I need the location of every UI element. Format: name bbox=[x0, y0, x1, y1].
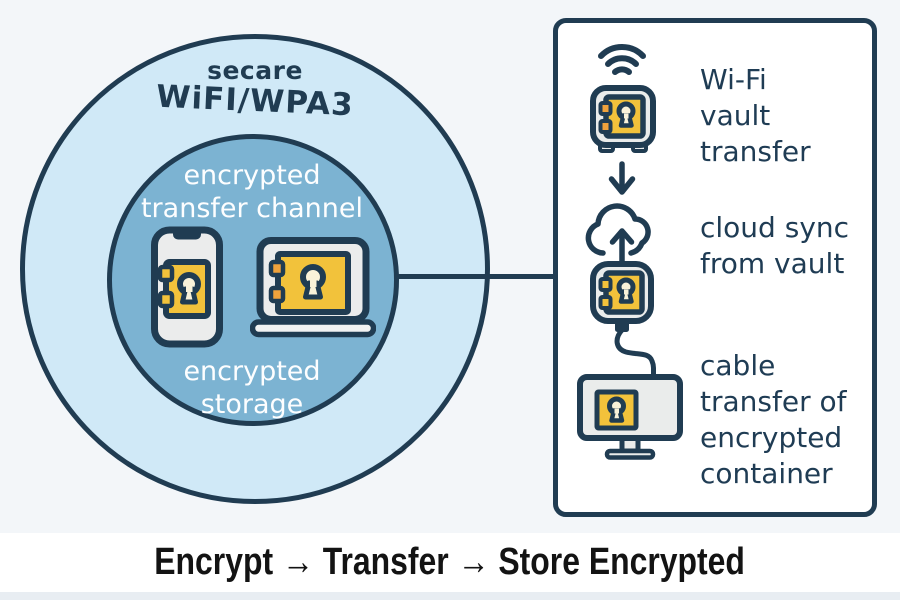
wifi-signal-icon bbox=[598, 44, 646, 75]
vault-safe-icon bbox=[590, 85, 656, 153]
inner-circle-label-storage: encrypted storage bbox=[183, 356, 321, 420]
usb-cable bbox=[614, 327, 656, 380]
down-arrow-icon bbox=[608, 161, 636, 195]
label-cloud-sync: cloud sync from vault bbox=[700, 211, 850, 280]
laptop-vault-icon bbox=[250, 237, 376, 338]
connector-line bbox=[396, 274, 557, 279]
panel-icons bbox=[577, 44, 683, 460]
phone-vault-icon bbox=[151, 226, 223, 348]
inner-circle-label-transfer-channel: encrypted transfer channel bbox=[140, 160, 364, 224]
outer-circle-label-top: secare bbox=[207, 56, 303, 85]
cloud-upload-icon bbox=[585, 203, 651, 267]
footer-band: Encrypt → Transfer → Store Encrypted bbox=[0, 533, 900, 592]
vault-safe-plug-icon bbox=[590, 261, 654, 332]
footer-title: Encrypt → Transfer → Store Encrypted bbox=[154, 541, 746, 583]
bottom-strip bbox=[0, 592, 900, 600]
monitor-lock-icon bbox=[577, 374, 683, 460]
label-wifi-vault-transfer: Wi-Fi vault transfer bbox=[700, 63, 811, 168]
label-cable-transfer: cable transfer of encrypted container bbox=[700, 349, 847, 490]
